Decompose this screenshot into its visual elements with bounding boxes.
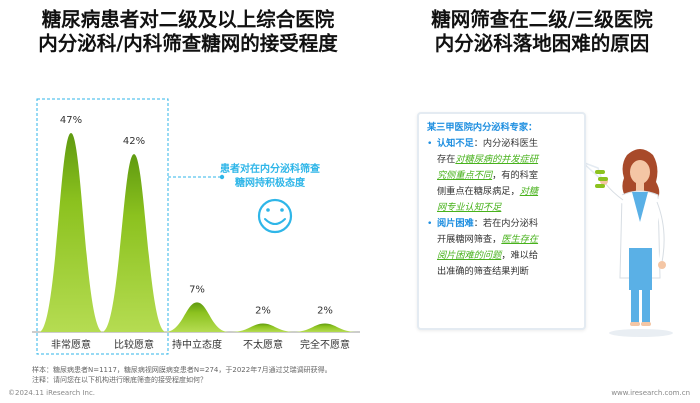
awareness-label: 认知不足 xyxy=(437,138,474,149)
expert-callout: 某三甲医院内分泌科专家： • 认知不足：内分泌科医生 存在对糖尿病的并发症研 究… xyxy=(417,112,586,330)
footer-copyright: ©2024.11 iResearch Inc. xyxy=(8,389,96,397)
awareness-text-2: 存在 xyxy=(437,154,456,165)
reading-label: 阅片困难 xyxy=(437,218,474,229)
value-label-5: 2% xyxy=(317,306,333,317)
peak-4 xyxy=(231,323,295,332)
left-title-line2: 内分泌科/内科筛查糖网的接受程度 xyxy=(38,32,338,55)
annotation-line2: 糖网持积极态度 xyxy=(235,176,306,189)
value-label-2: 42% xyxy=(123,136,145,147)
reading-text-1: ：若在内分泌科 xyxy=(473,218,539,229)
highlight-frame xyxy=(36,98,169,355)
right-title: 糖网筛查在二级/三级医院 内分泌科落地困难的原因 xyxy=(392,8,692,56)
question-note: 注释：请问您在以下机构进行眼底筛查的接受程度如何？ xyxy=(32,376,207,384)
category-label-1: 非常愿意 xyxy=(51,338,91,351)
callout-point-awareness: • 认知不足：内分泌科医生 存在对糖尿病的并发症研 究侧重点不同，有的科室 侧重… xyxy=(427,136,577,216)
category-label-4: 不太愿意 xyxy=(243,338,283,351)
peak-5 xyxy=(293,323,357,332)
left-title-line1: 糖尿病患者对二级及以上综合医院 xyxy=(41,8,335,31)
smiley-icon xyxy=(257,198,293,234)
reading-text-2: 开展糖网筛查， xyxy=(437,234,502,245)
bullet-icon: • xyxy=(427,218,433,229)
awareness-highlight-3: 对糖 xyxy=(519,186,539,197)
value-label-4: 2% xyxy=(255,306,271,317)
callout-heading: 某三甲医院内分泌科专家： xyxy=(427,122,538,133)
callout-point-reading: • 阅片困难：若在内分泌科 开展糖网筛查，医生存在 阅片困难的问题，难以给 出准… xyxy=(427,216,577,280)
value-label-1: 47% xyxy=(60,115,82,126)
doctor-illustration xyxy=(581,149,673,337)
right-title-line1: 糖网筛查在二级/三级医院 xyxy=(431,8,653,31)
callout-connector-dot xyxy=(219,174,225,180)
peak-3 xyxy=(165,302,229,332)
awareness-text-4: 侧重点在糖尿病足， xyxy=(437,186,520,197)
awareness-highlight-4: 网专业认知不足 xyxy=(437,202,502,213)
reading-text-3: ，难以给 xyxy=(501,250,539,261)
peak-2 xyxy=(102,154,166,332)
category-label-3: 持中立态度 xyxy=(172,338,222,351)
left-title: 糖尿病患者对二级及以上综合医院 内分泌科/内科筛查糖网的接受程度 xyxy=(8,8,368,56)
peak-1 xyxy=(39,133,103,332)
category-label-2: 比较愿意 xyxy=(114,338,154,351)
reading-text-4: 出准确的筛查结果判断 xyxy=(437,266,529,277)
value-label-3: 7% xyxy=(189,284,205,295)
bullet-icon: • xyxy=(427,138,433,149)
sample-note: 样本：糖尿病患者N=1117，糖尿病视网膜病变患者N=274，于2022年7月通… xyxy=(32,366,332,374)
awareness-text-1: ：内分泌科医生 xyxy=(473,138,539,149)
right-title-line2: 内分泌科落地困难的原因 xyxy=(434,32,650,55)
annotation-line1: 患者对在内分泌科筛查 xyxy=(220,162,321,175)
awareness-text-3: ，有的科室 xyxy=(492,170,539,181)
category-label-5: 完全不愿意 xyxy=(300,338,350,351)
awareness-highlight-2: 究侧重点不同 xyxy=(437,170,493,181)
reading-highlight-2: 阅片困难的问题 xyxy=(437,250,502,261)
awareness-highlight-1: 对糖尿病的并发症研 xyxy=(455,154,539,165)
reading-highlight-1: 医生存在 xyxy=(501,234,539,245)
footer-website: www.iresearch.com.cn xyxy=(611,389,690,397)
